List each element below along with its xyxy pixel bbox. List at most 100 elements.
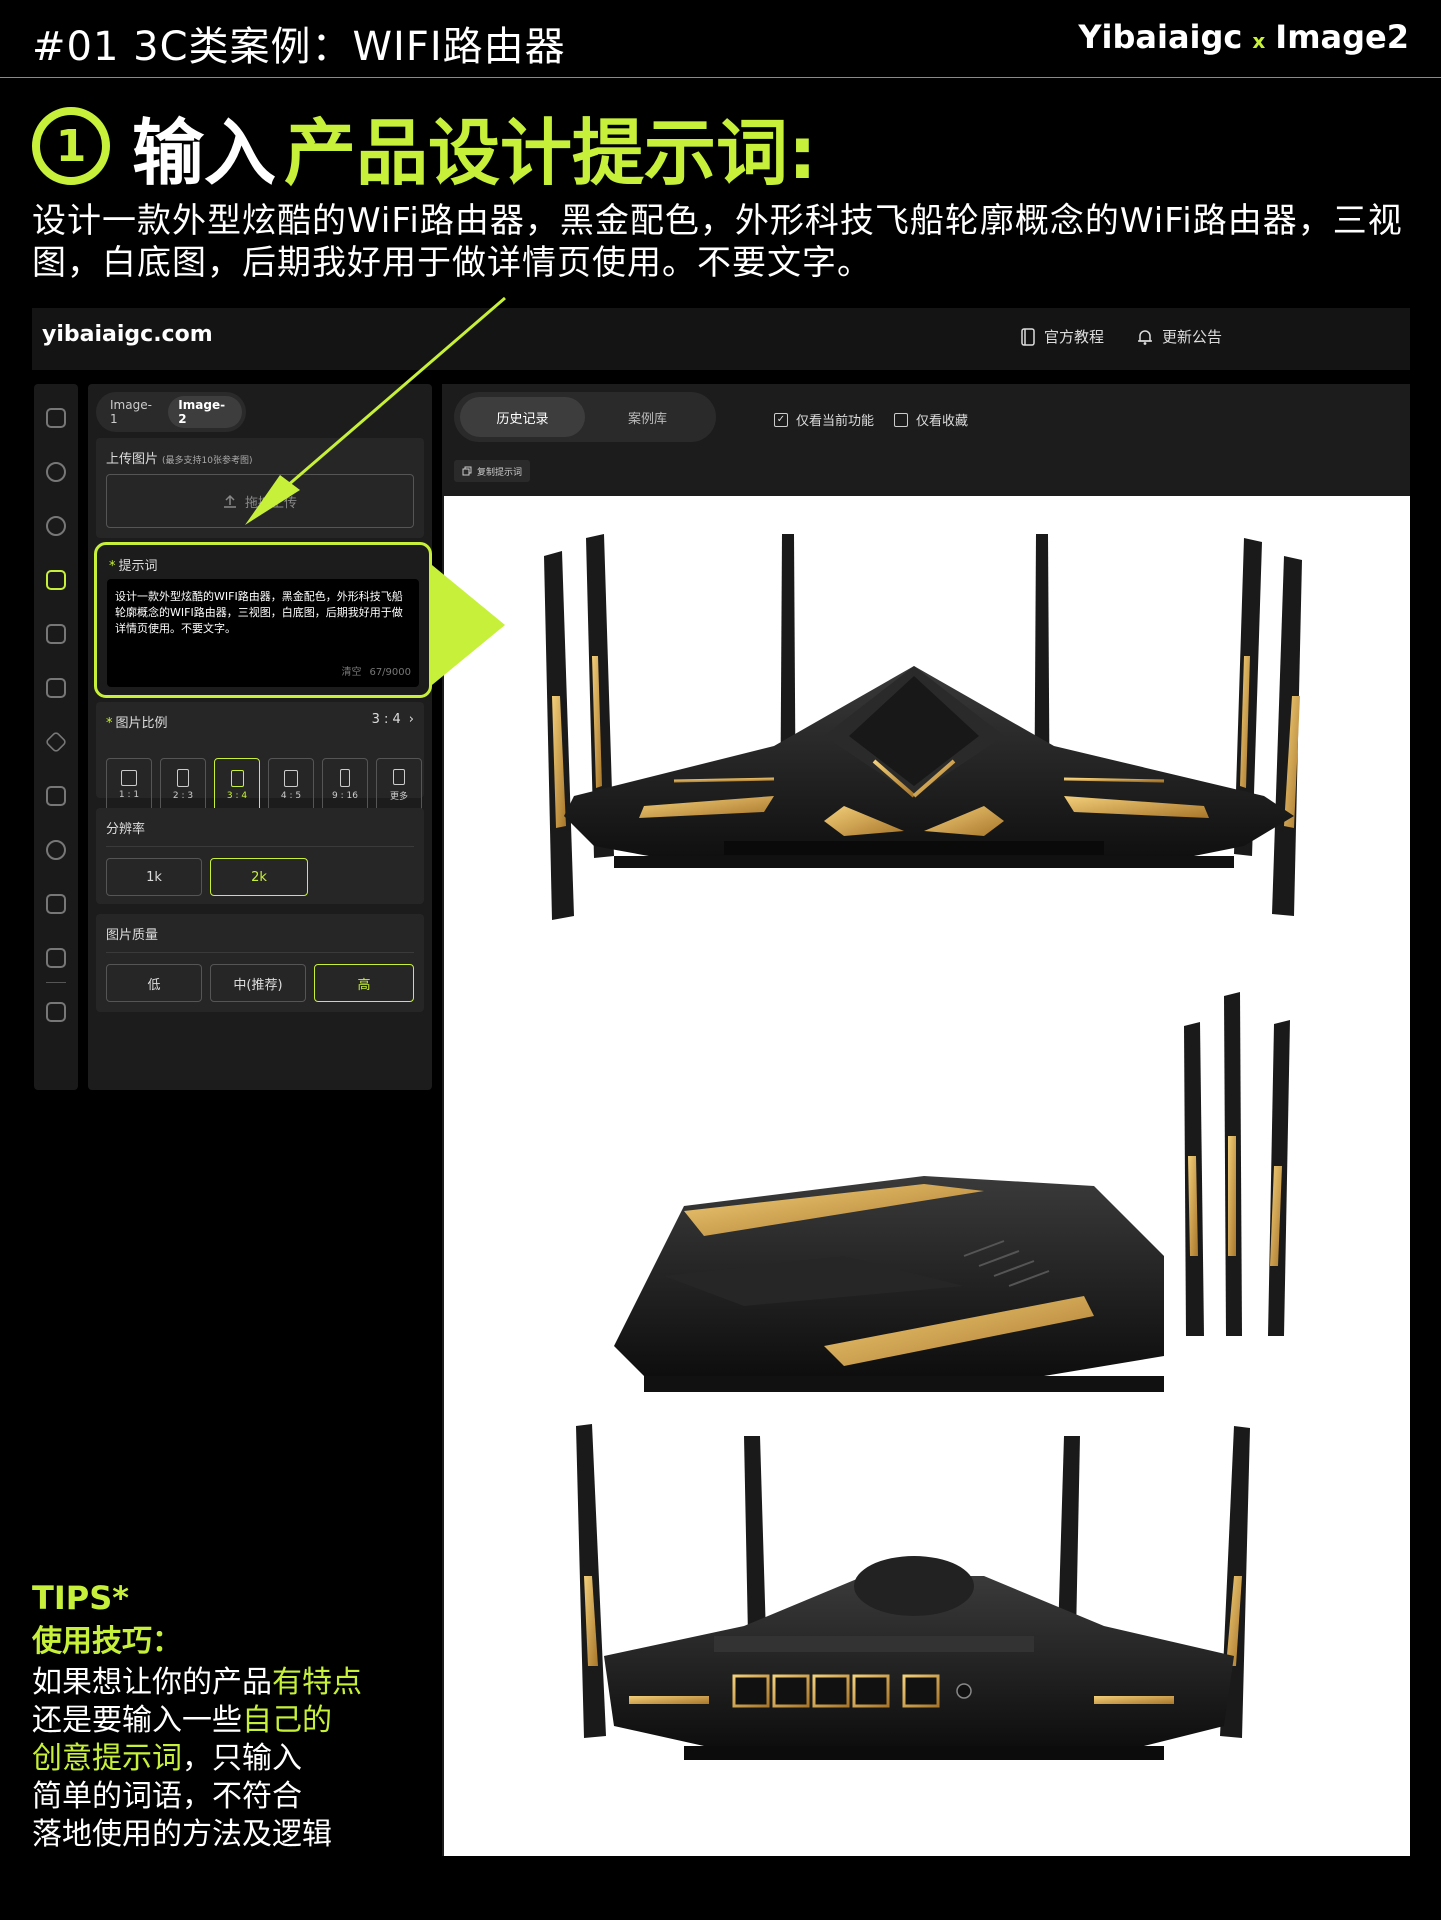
app-header: yibaiaigc.com 官方教程 更新公告 [32,308,1410,370]
tips-title: TIPS* [32,1579,129,1617]
tips-line-3: 创意提示词，只输入 [32,1740,432,1778]
prompt-label-text: 提示词 [118,559,158,574]
checkbox-empty-icon [894,412,908,427]
router-side-view [614,992,1290,1392]
ratio-3-4[interactable]: 3 : 4 [214,758,260,812]
quality-medium[interactable]: 中(推荐) [210,964,306,1002]
router-three-view-image [544,534,1302,1760]
tips-block: TIPS* 使用技巧： 如果想让你的产品有特点 还是要输入一些自己的 创意提示词… [32,1576,432,1854]
upload-label-text: 上传图片 [106,452,159,467]
quality-label: 图片质量 [106,928,159,943]
case-title: #01 3C类案例：WIFI路由器 [32,24,566,70]
ratio-4-5[interactable]: 4 : 5 [268,758,314,812]
ratio-9-16-label: 9 : 16 [332,791,358,801]
rail-divider [46,982,66,983]
quality-section: 图片质量 低 中(推荐) 高 [96,914,424,1012]
ratio-9-16[interactable]: 9 : 16 [322,758,368,812]
tips-l3a: 创意提示词 [32,1741,182,1776]
ratio-3-4-label: 3 : 4 [226,790,248,801]
app-window: yibaiaigc.com 官方教程 更新公告 Image-1 Image-2 [32,308,1410,1856]
prompt-clear[interactable]: 清空 [341,667,362,678]
ratio-options: 1 : 1 2 : 3 3 : 4 4 : 5 9 : 16 更多 [106,758,422,812]
brand-x: x [1252,29,1266,53]
document-icon[interactable] [46,948,66,968]
ratio-selected[interactable]: 3 : 4 › [372,712,414,727]
filter-favorites-label: 仅看收藏 [916,414,969,429]
nav-tutorial[interactable]: 官方教程 [1020,326,1104,347]
step-number-badge: 1 [32,107,110,185]
ratio-2-3[interactable]: 2 : 3 [160,758,206,812]
ratio-1-1[interactable]: 1 : 1 [106,758,152,812]
home-icon[interactable] [46,408,66,428]
bell-icon [1138,329,1152,345]
ratio-1-1-label: 1 : 1 [118,790,140,800]
filter-current-label: 仅看当前功能 [796,414,875,429]
resolution-2k[interactable]: 2k [210,858,308,896]
ratio-value-text: 3 : 4 [371,712,401,727]
ratio-2-3-label: 2 : 3 [172,791,194,801]
tab-history[interactable]: 历史记录 [460,397,585,437]
prompt-char-count: 67/9000 [369,667,411,678]
ratio-label-text: 图片比例 [115,716,168,731]
generated-image[interactable] [444,496,1410,1856]
side-rail [34,384,78,1090]
nav-announcements-label: 更新公告 [1162,328,1223,346]
model-tabs: Image-1 Image-2 [96,392,246,432]
ratio-more-label: 更多 [389,791,408,802]
globe-icon[interactable] [46,516,66,536]
palette-icon[interactable] [46,840,66,860]
copy-icon [462,466,472,476]
quality-low[interactable]: 低 [106,964,202,1002]
upload-button-label: 拖拽上传 [244,495,297,511]
ratio-label: *图片比例 [106,716,168,731]
app-logo[interactable]: yibaiaigc.com [42,322,213,347]
tips-line-4: 简单的词语，不符合 [32,1779,302,1814]
tips-subtitle: 使用技巧： [32,1624,182,1659]
resolution-label: 分辨率 [106,822,146,837]
copy-prompt-label: 复制提示词 [477,467,523,478]
tab-gallery[interactable]: 案例库 [627,411,667,427]
tips-l2b: 自己的 [242,1703,332,1738]
prompt-footer: 清空 67/9000 [341,665,411,681]
camera-icon[interactable] [46,678,66,698]
image-gen-icon[interactable] [46,570,66,590]
filter-current-function[interactable]: ✓ 仅看当前功能 [774,410,874,429]
ratio-4-5-label: 4 : 5 [280,790,302,801]
orbit-icon[interactable] [46,462,66,482]
tips-l3b: ，只输入 [182,1741,302,1776]
tips-l2a: 还是要输入一些 [32,1703,242,1738]
headline-part1: 输入 [132,110,277,195]
tab-image-1[interactable]: Image-1 [110,398,152,426]
upload-icon [223,494,236,508]
book-icon [1021,327,1035,346]
nav-announcements[interactable]: 更新公告 [1136,326,1222,347]
diamond-icon[interactable] [44,730,68,754]
resolution-section: 分辨率 1k 2k [96,808,424,904]
prompt-textarea-value: 设计一款外型炫酷的WIFI路由器，黑金配色，外形科技飞船轮廓概念的WIFI路由器… [115,590,403,635]
tab-image-2[interactable]: Image-2 [168,396,242,428]
tips-line-5: 落地使用的方法及逻辑 [32,1817,332,1852]
image-edit-icon[interactable] [46,624,66,644]
prompt-label: *提示词 [109,559,158,574]
prompt-textarea[interactable]: 设计一款外型炫酷的WIFI路由器，黑金配色，外形科技飞船轮廓概念的WIFI路由器… [107,579,419,687]
panel-collapse-icon[interactable] [46,1002,66,1022]
view-tabs: 历史记录 案例库 [454,392,716,442]
brand-lockup: Yibaiaigc x Image2 [1078,18,1409,56]
quality-high[interactable]: 高 [314,964,414,1002]
brand-left: Yibaiaigc [1078,18,1243,56]
copy-prompt-button[interactable]: 复制提示词 [454,460,531,482]
note-icon[interactable] [46,894,66,914]
nav-tutorial-label: 官方教程 [1044,328,1105,346]
chevron-right-icon: › [408,712,414,727]
prompt-section: *提示词 设计一款外型炫酷的WIFI路由器，黑金配色，外形科技飞船轮廓概念的WI… [94,542,432,698]
ratio-more[interactable]: 更多 [376,758,422,812]
tips-line-1: 如果想让你的产品有特点 [32,1664,432,1702]
router-back-view [576,1424,1250,1760]
resolution-1k[interactable]: 1k [106,858,202,896]
top-bar: #01 3C类案例：WIFI路由器 Yibaiaigc x Image2 [0,0,1441,78]
filter-favorites[interactable]: 仅看收藏 [894,410,968,429]
quality-divider [106,952,414,953]
upload-dropzone[interactable]: 拖拽上传 [106,474,414,528]
router-front-view [544,534,1302,920]
building-icon[interactable] [46,786,66,806]
